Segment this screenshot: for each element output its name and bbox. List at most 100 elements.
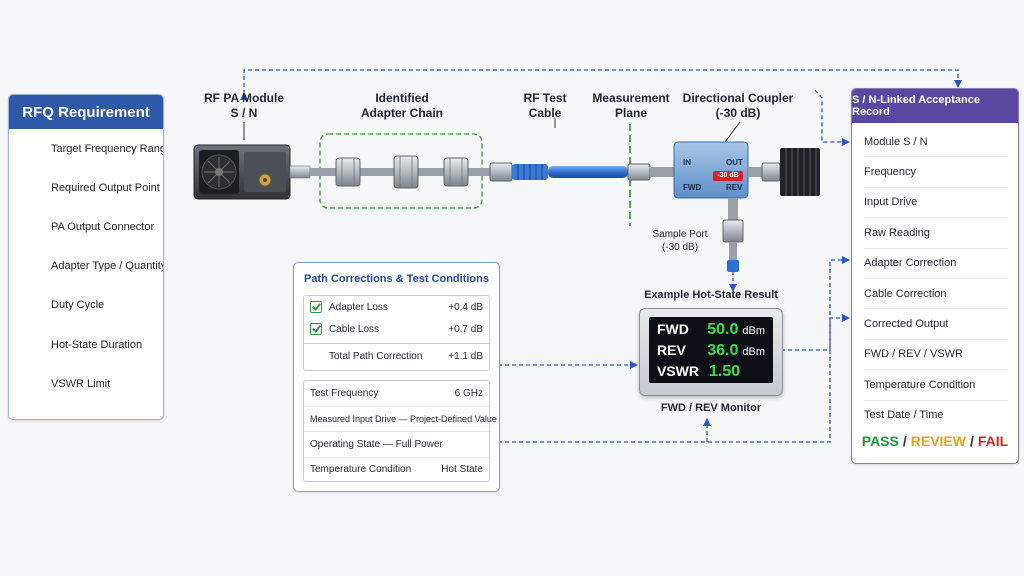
monitor-value: 1.50 xyxy=(709,363,741,380)
monitor-screen: FWD 50.0 dBm REV 36.0 dBm VSWR 1.50 xyxy=(649,317,773,383)
rfq-to-record-arrow xyxy=(240,69,962,100)
monitor-key: REV xyxy=(657,342,686,358)
rfq-item-output-point: Required Output Point xyxy=(9,168,163,207)
temperature-condition-row: Temperature Condition Hot State xyxy=(304,458,489,483)
record-row-module-sn: Module S / N xyxy=(864,127,1008,158)
rfq-requirement-panel: RFQ Requirement Target Frequency Range R… xyxy=(8,94,164,420)
record-row-frequency: Frequency xyxy=(864,157,1008,188)
condition-name: Test Frequency xyxy=(310,387,379,399)
coupler-attenuation-badge: -30 dB xyxy=(717,172,739,179)
adapter-2 xyxy=(393,155,419,189)
total-correction-name: Total Path Correction xyxy=(329,350,423,362)
checkbox-checked-icon xyxy=(310,323,322,335)
record-fields: Module S / N Frequency Input Drive Raw R… xyxy=(864,127,1008,430)
condition-name: Temperature Condition xyxy=(310,464,412,476)
verdict-line: PASS/REVIEW/FAIL xyxy=(852,433,1018,449)
monitor-result-title: Example Hot-State Result xyxy=(644,289,778,301)
verdict-separator: / xyxy=(902,433,907,449)
loss-corrections-box: Adapter Loss +0.4 dB Cable Loss +0.7 dB … xyxy=(303,295,490,371)
coupler-out-label: OUT xyxy=(726,158,743,167)
clock-cycle-icon xyxy=(21,294,43,316)
monitor-key: FWD xyxy=(657,321,689,337)
test-frequency-row: Test Frequency 6 GHz xyxy=(304,381,489,407)
monitor-fwd-row: FWD 50.0 dBm xyxy=(657,321,765,342)
sample-port-label: Sample Port (-30 dB) xyxy=(652,229,708,253)
rfq-item-vswr-limit: VSWR Limit xyxy=(9,364,163,403)
condition-name: Operating State — Full Power xyxy=(310,438,443,450)
adapter-icon xyxy=(21,255,43,277)
record-row-corrected-output: Corrected Output xyxy=(864,309,1008,340)
thermometer-icon xyxy=(21,334,43,356)
rfq-item-duty-cycle: Duty Cycle xyxy=(9,286,163,325)
monitor-unit: dBm xyxy=(742,325,765,337)
condition-value: Hot State xyxy=(441,464,483,476)
input-drive-row: Measured Input Drive — Project-Defined V… xyxy=(304,407,497,432)
monitor-value: 36.0 xyxy=(707,342,739,359)
monitor-unit: dBm xyxy=(742,346,765,358)
rfq-item-label: VSWR Limit xyxy=(51,377,111,390)
measurement-plane-label: Measurement Plane xyxy=(592,91,670,120)
monitor-rev-row: REV 36.0 dBm xyxy=(657,342,765,363)
checkbox-checked-icon xyxy=(310,301,322,313)
coupler-to-record-arrow xyxy=(814,89,850,146)
coupler-rev-label: REV xyxy=(726,183,743,192)
coupler-fwd-label: FWD xyxy=(683,183,702,192)
pa-module-device xyxy=(193,144,291,200)
adapter-loss-row: Adapter Loss +0.4 dB xyxy=(304,296,489,318)
rf-load-heatsink xyxy=(780,148,820,196)
rfq-panel-title: RFQ Requirement xyxy=(9,95,163,129)
monitor-caption: FWD / REV Monitor xyxy=(660,402,762,414)
waveform-icon xyxy=(21,373,43,395)
rfq-item-label: PA Output Connector xyxy=(51,220,155,233)
operating-state-row: Operating State — Full Power xyxy=(304,432,489,458)
test-conditions-box: Test Frequency 6 GHz Measured Input Driv… xyxy=(303,380,497,483)
record-row-fwd-rev-vswr: FWD / REV / VSWR xyxy=(864,340,1008,371)
record-row-cable-correction: Cable Correction xyxy=(864,279,1008,310)
rfq-item-label: Hot-State Duration xyxy=(51,338,143,351)
rfq-item-label: Required Output Point xyxy=(51,181,160,194)
condition-name: Measured Input Drive — Project-Defined V… xyxy=(310,413,497,424)
monitor-vswr-row: VSWR 1.50 xyxy=(657,363,765,384)
record-row-temperature: Temperature Condition xyxy=(864,370,1008,401)
connector-icon xyxy=(21,216,43,238)
path-corrections-panel: Path Corrections & Test Conditions Adapt… xyxy=(293,262,500,492)
record-row-raw-reading: Raw Reading xyxy=(864,218,1008,249)
test-cable-label: RF Test Cable xyxy=(523,91,567,120)
test-cable xyxy=(512,164,628,180)
crosshair-icon xyxy=(21,138,43,160)
monitor-to-record-arrow xyxy=(781,256,850,351)
monitor-value: 50.0 xyxy=(707,321,739,338)
acceptance-record-title: S / N-Linked Acceptance Record xyxy=(852,89,1018,123)
total-path-correction-row: Total Path Correction +1.1 dB xyxy=(304,343,489,367)
rfq-item-adapter-type: Adapter Type / Quantity xyxy=(9,247,163,286)
record-row-adapter-correction: Adapter Correction xyxy=(864,249,1008,279)
verdict-review: REVIEW xyxy=(910,433,966,449)
adapter-loss-name: Adapter Loss xyxy=(329,301,388,313)
verdict-pass: PASS xyxy=(861,433,899,449)
rfq-item-target-frequency: Target Frequency Range xyxy=(9,129,163,168)
location-pin-icon xyxy=(21,177,43,199)
total-correction-value: +1.1 dB xyxy=(448,350,483,362)
cable-loss-value: +0.7 dB xyxy=(448,323,483,335)
path-corrections-title: Path Corrections & Test Conditions xyxy=(304,273,489,285)
adapter-chain-label: Identified Adapter Chain xyxy=(360,91,443,120)
pa-module-label: RF PA Module S / N xyxy=(204,91,284,120)
fwd-rev-monitor: FWD 50.0 dBm REV 36.0 dBm VSWR 1.50 xyxy=(639,308,783,396)
coupler-in-label: IN xyxy=(683,158,691,167)
rfq-item-hot-state-duration: Hot-State Duration xyxy=(9,325,163,364)
cable-loss-name: Cable Loss xyxy=(329,323,380,335)
corrections-to-record-return-arrow xyxy=(498,314,850,443)
record-row-input-drive: Input Drive xyxy=(864,188,1008,219)
sample-port xyxy=(722,198,744,272)
adapter-3 xyxy=(443,157,469,187)
monitor-key: VSWR xyxy=(657,363,699,379)
rfq-item-label: Adapter Type / Quantity xyxy=(51,260,164,273)
rfq-item-output-connector: PA Output Connector xyxy=(9,207,163,246)
rfq-item-label: Duty Cycle xyxy=(51,299,105,312)
record-row-test-date: Test Date / Time xyxy=(864,409,944,422)
condition-value: 6 GHz xyxy=(454,387,483,399)
adapter-1 xyxy=(335,157,361,187)
rfq-item-label: Target Frequency Range xyxy=(51,142,164,155)
directional-coupler-label: Directional Coupler (-30 dB) xyxy=(682,91,794,120)
